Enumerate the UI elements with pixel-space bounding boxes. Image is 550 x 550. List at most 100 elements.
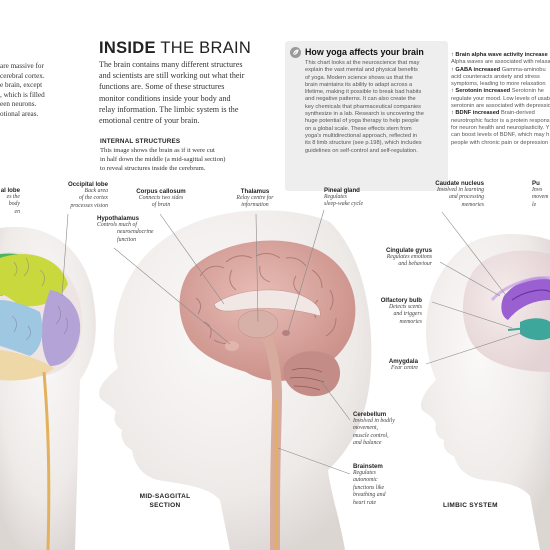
pineal-shape xyxy=(282,330,290,336)
title-part-2: THE BRAIN xyxy=(155,39,252,57)
left-fragment-line: e brain, except xyxy=(0,81,43,90)
label-corpus-desc: of brain xyxy=(151,202,171,209)
left-fragment-line: een neurons. xyxy=(0,100,37,109)
olfactory-shape xyxy=(507,327,529,331)
label-cerebellum-desc: Involved in bodily xyxy=(353,418,395,424)
label-caudate-desc: Involved in learning xyxy=(436,187,484,193)
label-olfactory-desc: and triggers xyxy=(393,311,422,318)
effect-serotonin-tail: Serotonin he xyxy=(510,88,544,95)
label-brainstem-desc: autonomic xyxy=(353,477,378,484)
label-pu-desc: movem xyxy=(532,194,549,201)
cingulate-shape xyxy=(490,276,550,302)
effect-gaba-tail: Gamma-aminobu xyxy=(500,66,546,73)
effect-bdnf-title: ↑ BDNF increased xyxy=(451,110,500,117)
leader-lines xyxy=(61,209,525,475)
label-pineal-desc: Regulates xyxy=(324,194,347,200)
label-occipital-title: Occipital lobe xyxy=(68,181,108,188)
label-thalamus-desc: Relay centre for xyxy=(236,195,274,201)
effect-gaba-line: symptoms, leading to more relaxation xyxy=(451,81,546,88)
right-head xyxy=(420,234,550,550)
label-cingulate-title: Cingulate gyrus xyxy=(385,247,432,254)
label-olfactory: Olfactory bulb Detects scents and trigge… xyxy=(358,297,422,326)
left-fragment-line: cerebral cortex. xyxy=(0,71,45,80)
label-caudate: Caudate nucleus Involved in learning and… xyxy=(402,180,484,209)
yoga-box-line: lifetime, making it possible to break ba… xyxy=(305,89,422,96)
label-brainstem-desc: Regulates xyxy=(353,470,376,476)
effect-alpha-head: ↑ Brain alpha wave activity increase xyxy=(451,52,550,59)
effect-serotonin-line: regulate your mood. Low levels of usab xyxy=(451,95,550,102)
page-title: INSIDE THE BRAIN xyxy=(99,39,251,58)
internal-structures: INTERNAL STRUCTURES This image shows the… xyxy=(100,138,225,173)
label-hypothalamus-title: Hypothalamus xyxy=(97,215,139,222)
label-cingulate-desc: and behaviour xyxy=(398,261,432,268)
internal-structures-line: in half down the middle (a mid-sagittal … xyxy=(100,155,226,163)
left-fragment-text: are massive for cerebral cortex. e brain… xyxy=(0,62,45,120)
label-caudate-desc: and processing xyxy=(448,194,484,201)
left-fragment-line: , which is filled xyxy=(0,90,45,99)
yoga-box-line: of yoga. Modern science shows us that th… xyxy=(305,74,413,81)
mid-head xyxy=(99,210,372,550)
label-olfactory-title: Olfactory bulb xyxy=(380,297,422,304)
label-occipital-desc: Back area xyxy=(84,188,108,194)
effect-bdnf-line: can boost levels of BDNF, which may h xyxy=(451,132,550,139)
effect-alpha-title: ↑ Brain alpha wave activity increase xyxy=(451,52,548,58)
left-fragment-line: are massive for xyxy=(0,62,44,70)
label-brainstem: Brainstem Regulates autonomic functions … xyxy=(353,463,385,507)
yoga-box-line: on a global scale. These effects stem fr… xyxy=(305,125,412,132)
left-lobe-purple xyxy=(41,290,81,366)
label-thalamus: Thalamus Relay centre for information xyxy=(215,188,295,210)
left-lobe-temporal xyxy=(0,350,54,381)
label-occipital-desc: processes vision xyxy=(70,202,108,209)
left-fragment-line: otional areas. xyxy=(0,109,39,118)
effect-bdnf-tail: Brain-derived xyxy=(499,110,535,117)
effect-bdnf-line: neurotrophic factor is a protein respons xyxy=(451,117,550,124)
effect-bdnf-line: for neuron health and neuroplasticity. Y xyxy=(451,124,550,131)
amygdala-shape xyxy=(520,318,550,341)
label-hypothalamus-desc: neuroendocrine xyxy=(117,229,154,236)
corpus-callosum-shape xyxy=(213,289,321,317)
left-head-lobes xyxy=(0,227,96,550)
caudate-shape xyxy=(501,277,550,320)
intro-line: The brain contains many different struct… xyxy=(99,60,243,69)
label-cerebellum-title: Cerebellum xyxy=(353,411,387,418)
intro-line: and scientists are still working out wha… xyxy=(99,71,245,81)
label-cerebellum-desc: and balance xyxy=(353,440,382,447)
label-cerebellum-desc: movement, xyxy=(353,425,378,432)
label-thalamus-title: Thalamus xyxy=(240,188,270,195)
yoga-box-line: and negative patterns. It can also creat… xyxy=(305,96,416,103)
label-cerebellum: Cerebellum Involved in bodily movement, … xyxy=(353,411,395,448)
label-caudate-title: Caudate nucleus xyxy=(435,180,484,187)
label-brainstem-desc: functions like xyxy=(353,484,385,491)
intro-line: relay information. The limbic system is … xyxy=(99,104,239,114)
label-corpus-desc: Connects two sides xyxy=(138,195,184,201)
section-label-mid-sagittal: MID-SAGGITAL SECTION xyxy=(135,492,195,510)
label-cingulate-desc: Regulates emotions xyxy=(386,254,432,260)
label-corpus-callosum: Corpus callosum Connects two sides of br… xyxy=(126,188,196,210)
label-amygdala-title: Amygdala xyxy=(388,358,418,365)
effect-alpha-line: Alpha waves are associated with relaxa xyxy=(451,59,550,66)
label-brainstem-title: Brainstem xyxy=(353,463,383,470)
section-label-mid-line: MID-SAGGITAL xyxy=(139,493,191,500)
label-hypothalamus: Hypothalamus Controls much of neuroendoc… xyxy=(97,215,154,244)
intro-line: functions are. Some of these structures xyxy=(99,82,225,92)
label-lobe-title: al lobe xyxy=(0,187,20,194)
label-pineal: Pineal gland Regulates sleep-wake cycle xyxy=(324,187,363,209)
left-lobe-blue xyxy=(0,300,43,356)
internal-structures-line: This image shows the brain as if it were… xyxy=(100,147,215,154)
yoga-box-line: key chemicals that pharmaceutical compan… xyxy=(305,103,422,110)
section-label-mid-line: SECTION xyxy=(149,502,181,509)
label-thalamus-desc: information xyxy=(241,202,269,209)
label-lobe-desc: es the xyxy=(6,194,20,200)
label-cingulate: Cingulate gyrus Regulates emotions and b… xyxy=(360,247,432,269)
yoga-box-title: How yoga affects your brain xyxy=(305,47,424,57)
label-brainstem-desc: breathing and xyxy=(353,492,386,499)
yoga-box-line: its 8 limb structure (see p.198), which … xyxy=(305,140,422,147)
label-occipital: Occipital lobe Back area of the cortex p… xyxy=(30,181,108,210)
intro-line: monitor conditions inside your body and xyxy=(99,93,231,103)
yoga-box-line: brain maintains its ability to adapt acr… xyxy=(305,81,413,88)
yoga-box-line: yoga's multidirectional approach, reflec… xyxy=(305,132,418,139)
label-pu-desc: le xyxy=(532,201,537,208)
label-lobe-desc: body xyxy=(8,201,20,208)
intro-line: emotional centre of your brain. xyxy=(99,116,200,126)
